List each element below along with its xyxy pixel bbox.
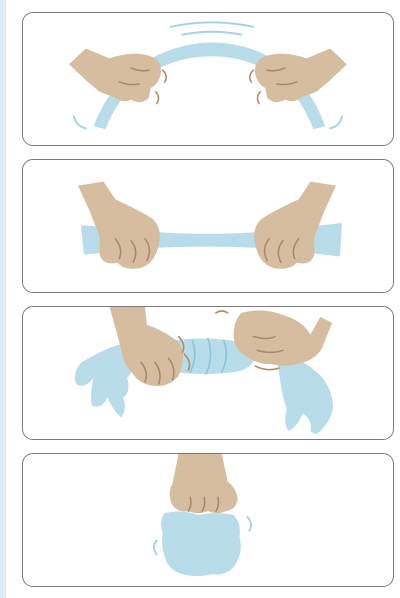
bending-towel-illustration	[69, 21, 347, 130]
right-hand	[255, 48, 347, 103]
motion-line-top-2	[181, 30, 243, 36]
hand	[169, 454, 238, 514]
motion-line-right-hand-2	[248, 69, 255, 83]
motion-line-left-hand-2	[161, 69, 168, 83]
motion-line-left-hand	[155, 91, 160, 105]
left-hand	[77, 181, 160, 269]
twist-line-2	[205, 337, 212, 375]
left-hand	[69, 48, 161, 103]
left-hand	[109, 307, 183, 387]
towel-left-end	[74, 344, 142, 418]
motion-line-right-2	[254, 365, 280, 371]
towel	[161, 511, 241, 577]
twist-line-1	[189, 339, 196, 373]
twist-line-3	[221, 339, 228, 373]
motion-line-right-1	[215, 310, 229, 314]
squeezing-towel-illustration	[152, 454, 252, 577]
step-panel-3	[22, 306, 394, 440]
motion-line-right	[329, 115, 343, 130]
motion-line-top	[169, 21, 255, 28]
stretching-towel-illustration	[77, 181, 342, 269]
motion-line-left-1	[177, 335, 185, 354]
motion-line-left-2	[183, 353, 191, 371]
motion-line-right-hand	[256, 91, 261, 105]
motion-line-left	[73, 115, 87, 130]
right-hand	[233, 310, 333, 366]
motion-line-right	[246, 516, 252, 532]
step-panel-4	[22, 453, 394, 587]
towel-right-end	[276, 358, 333, 434]
motion-line-left	[152, 539, 158, 556]
right-hand	[254, 181, 337, 269]
step-panel-1	[22, 12, 394, 146]
step-panel-2	[22, 159, 394, 293]
wringing-towel-illustration	[74, 307, 333, 434]
